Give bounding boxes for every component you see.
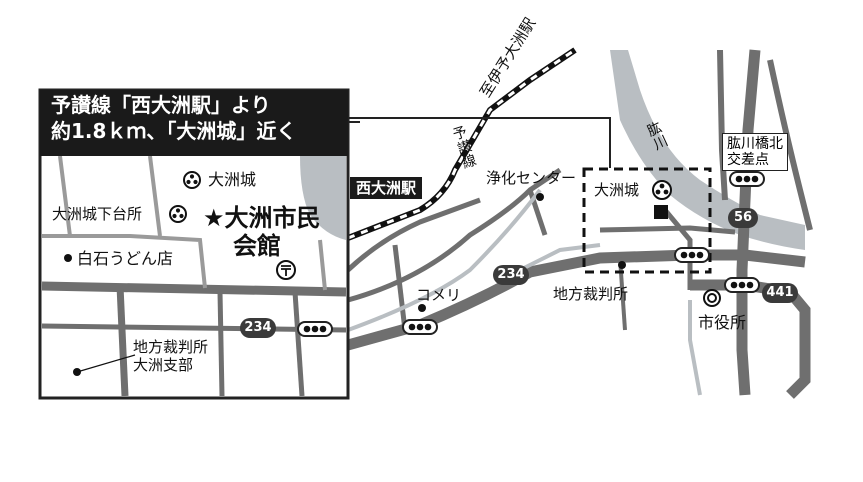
post-office-icon — [276, 260, 296, 280]
road-light-3 — [688, 300, 702, 396]
venue-star-icon: ★ — [203, 204, 225, 232]
inset-river — [300, 156, 346, 240]
intersection-label-line1: 肱川橋北 — [727, 136, 783, 152]
venue-name-line1: 大洲市民 — [224, 204, 321, 232]
inset-udon-dot — [64, 254, 72, 262]
venue-name-line2: 会館 — [233, 232, 281, 260]
city-hall-label: 市役所 — [698, 313, 747, 332]
road-minor-5 — [599, 225, 736, 235]
castle-building-marker — [654, 205, 668, 219]
komeri-label: コメリ — [416, 286, 462, 304]
venue-label-line1: ★大洲市民 — [203, 204, 321, 232]
city-hall-icon — [703, 289, 721, 307]
district-court-label: 地方裁判所 — [553, 285, 629, 303]
road-east-branch — [717, 49, 728, 201]
route-441-shield: 441 — [762, 283, 798, 303]
venue-label: ★大洲市民 会館 — [203, 204, 321, 260]
inset-court-label: 地方裁判所 大洲支部 — [133, 338, 208, 374]
traffic-light-icon — [729, 171, 765, 187]
road-river-side — [767, 59, 813, 231]
purification-center-label: 浄化センター — [486, 169, 577, 187]
route-56-shield: 56 — [728, 208, 758, 228]
inset-court-label-line2: 大洲支部 — [133, 356, 194, 374]
inset-castle-annex-icon — [169, 205, 187, 223]
map-title: 予讃線「西大洲駅」より 約1.8ｋｍ、「大洲城」近く — [51, 92, 296, 144]
inset-road-234 — [42, 281, 346, 297]
road-minor-4 — [346, 197, 481, 272]
road-light-2 — [519, 243, 601, 272]
inset-court-label-line1: 地方裁判所 — [133, 338, 209, 356]
inset-castle-icon — [183, 171, 201, 189]
court-dot — [618, 261, 626, 269]
inset-udon-label: 白石うどん店 — [77, 249, 174, 268]
inset-road-v1 — [116, 285, 129, 396]
callout-line — [348, 117, 611, 168]
route-234-shield: 234 — [493, 265, 529, 285]
inset-road-v2 — [217, 291, 225, 396]
road-minor-1 — [347, 167, 562, 303]
traffic-light-icon — [297, 321, 333, 337]
map-title-line2: 約1.8ｋｍ、「大洲城」近く — [51, 119, 297, 143]
inset-castle-label: 大洲城 — [208, 170, 257, 189]
inset-road-v3 — [292, 291, 305, 396]
road-minor-2 — [392, 244, 408, 331]
intersection-label: 肱川橋北 交差点 — [722, 133, 788, 171]
railway-line — [346, 47, 577, 241]
inset-castle-annex-label: 大洲城下台所 — [52, 205, 143, 223]
traffic-light-icon — [402, 319, 438, 335]
inset-title-bar — [40, 90, 348, 156]
river — [610, 50, 805, 250]
inset-road-minor — [42, 234, 207, 289]
road-route-56 — [736, 49, 761, 396]
inset-road-minor-2 — [58, 156, 72, 237]
inset-route-234-shield: 234 — [240, 318, 276, 338]
station-label: 西大洲駅 — [350, 177, 423, 199]
castle-area-dashed — [582, 167, 712, 274]
inset-court-leader — [76, 354, 136, 373]
castle-icon — [652, 180, 672, 200]
map-title-line1: 予讃線「西大洲駅」より — [51, 93, 271, 117]
intersection-label-line2: 交差点 — [727, 152, 769, 168]
center-dot — [536, 193, 544, 201]
komeri-dot — [418, 304, 426, 312]
road-minor-7 — [618, 257, 627, 331]
traffic-light-icon — [674, 247, 710, 263]
traffic-light-icon — [724, 277, 760, 293]
castle-label: 大洲城 — [594, 181, 640, 199]
road-light-1 — [347, 188, 542, 332]
inset-road-minor-4 — [318, 239, 327, 291]
inset-road-minor-3 — [148, 156, 162, 237]
